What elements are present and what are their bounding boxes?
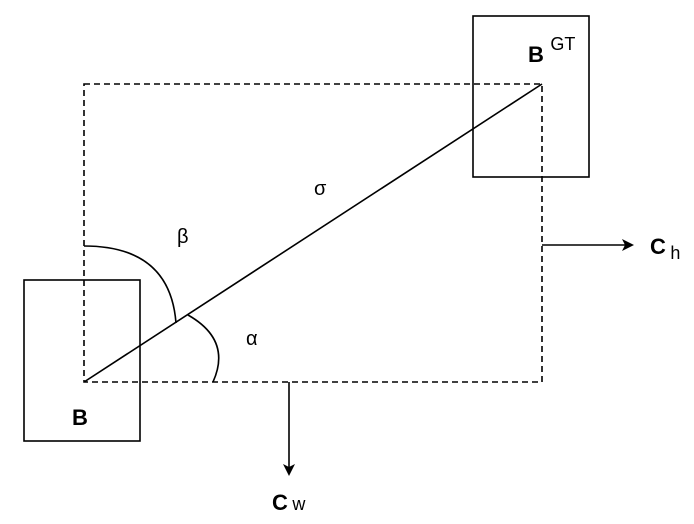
- label-cw-main: C: [272, 490, 288, 515]
- label-box-b-gt-sup: GT: [550, 34, 575, 54]
- label-alpha: α: [246, 328, 258, 350]
- alpha-arc: [187, 314, 220, 383]
- label-sigma: σ: [314, 178, 327, 200]
- label-box-b-gt-main: B: [528, 42, 544, 67]
- label-box-b-gt: B GT: [528, 34, 575, 67]
- label-beta: β: [177, 226, 189, 248]
- label-box-b: B: [72, 405, 88, 430]
- box-b-gt: [472, 15, 590, 178]
- box-b: [23, 279, 141, 442]
- label-cw-sub: w: [291, 494, 306, 514]
- enclosing-dashed-box: [83, 83, 543, 383]
- beta-arc: [83, 245, 177, 324]
- sigma-diagonal-line: [83, 83, 543, 383]
- label-ch: C h: [650, 234, 680, 263]
- label-ch-sub: h: [670, 243, 680, 263]
- label-ch-main: C: [650, 234, 666, 259]
- label-cw: C w: [272, 490, 306, 515]
